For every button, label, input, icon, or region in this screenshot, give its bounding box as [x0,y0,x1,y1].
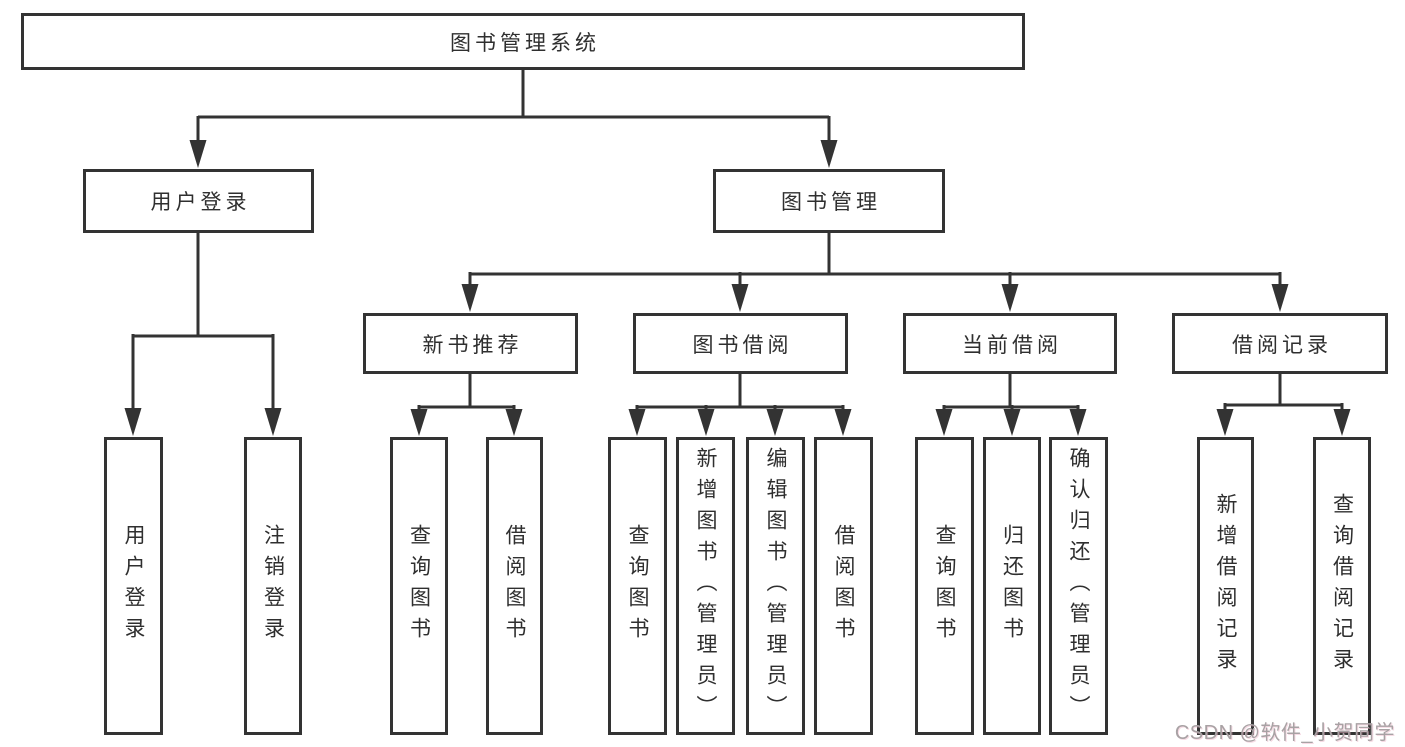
leaf-bb-borrow-books-label: 借阅图书 [832,524,855,648]
leaf-br-query-borrow-record: 查询借阅记录 [1313,437,1371,735]
arrow-down-icon [1333,409,1351,436]
connector [635,374,845,411]
leaf-user-login-label: 用户登录 [122,524,145,648]
node-root: 图书管理系统 [21,13,1025,70]
arrow-down-icon [766,409,784,436]
leaf-nb-query-books-label: 查询图书 [407,524,431,648]
node-borrow-records: 借阅记录 [1172,313,1388,374]
arrow-down-icon [189,140,207,168]
node-current-borrowing-label: 当前借阅 [962,333,1062,357]
arrow-down-icon [410,409,428,436]
node-root-label: 图书管理系统 [450,31,600,55]
leaf-nb-borrow-books: 借阅图书 [486,437,543,735]
node-new-book-recommend: 新书推荐 [363,313,578,374]
connector [468,233,1282,286]
node-new-book-recommend-label: 新书推荐 [422,333,523,357]
node-borrow-records-label: 借阅记录 [1232,333,1332,357]
connector [1223,374,1344,411]
connector [417,374,516,411]
arrow-down-icon [505,409,523,436]
node-book-management-label: 图书管理 [781,191,881,214]
leaf-bb-query-books-label: 查询图书 [626,524,649,648]
arrow-down-icon [124,408,142,436]
leaf-cb-return-books: 归还图书 [983,437,1041,735]
leaf-logout-login-label: 注销登录 [261,524,285,648]
leaf-bb-edit-books-admin: 编辑图书（管理员） [746,437,805,735]
arrow-down-icon [1271,284,1289,312]
leaf-br-add-borrow-record-label: 新增借阅记录 [1214,493,1237,679]
leaf-bb-borrow-books: 借阅图书 [814,437,873,735]
leaf-nb-borrow-books-label: 借阅图书 [503,524,526,648]
arrow-down-icon [935,409,953,436]
arrow-down-icon [264,408,282,436]
node-current-borrowing: 当前借阅 [903,313,1117,374]
arrow-down-icon [1003,409,1021,436]
node-book-borrowing-label: 图书借阅 [692,333,793,357]
leaf-nb-query-books: 查询图书 [390,437,448,735]
node-book-management: 图书管理 [713,169,945,233]
arrow-down-icon [820,140,838,168]
arrow-down-icon [697,409,715,436]
leaf-bb-add-books-admin: 新增图书（管理员） [676,437,735,735]
leaf-cb-return-books-label: 归还图书 [1000,524,1024,648]
node-user-login-label: 用户登录 [150,191,251,214]
leaf-cb-query-books: 查询图书 [915,437,974,735]
csdn-watermark: CSDN @软件_小贺同学 [1174,722,1395,744]
arrow-down-icon [731,284,749,312]
arrow-down-icon [461,284,479,312]
node-book-borrowing: 图书借阅 [633,313,848,374]
leaf-logout-login: 注销登录 [244,437,302,735]
leaf-cb-confirm-return-admin: 确认归还（管理员） [1049,437,1108,735]
leaf-cb-query-books-label: 查询图书 [933,524,956,648]
leaf-br-add-borrow-record: 新增借阅记录 [1197,437,1254,735]
node-user-login: 用户登录 [83,169,314,233]
arrow-down-icon [1216,409,1234,436]
arrow-down-icon [1001,284,1019,312]
connector [942,374,1080,411]
leaf-bb-add-books-admin-label: 新增图书（管理员） [694,446,717,726]
connector [196,70,831,142]
arrow-down-icon [628,409,646,436]
arrow-down-icon [834,409,852,436]
connector [131,233,275,410]
leaf-cb-confirm-return-admin-label: 确认归还（管理员） [1067,446,1090,726]
leaf-bb-query-books: 查询图书 [608,437,667,735]
arrow-down-icon [1069,409,1087,436]
leaf-user-login: 用户登录 [104,437,163,735]
leaf-br-query-borrow-record-label: 查询借阅记录 [1330,493,1354,679]
leaf-bb-edit-books-admin-label: 编辑图书（管理员） [764,446,787,726]
